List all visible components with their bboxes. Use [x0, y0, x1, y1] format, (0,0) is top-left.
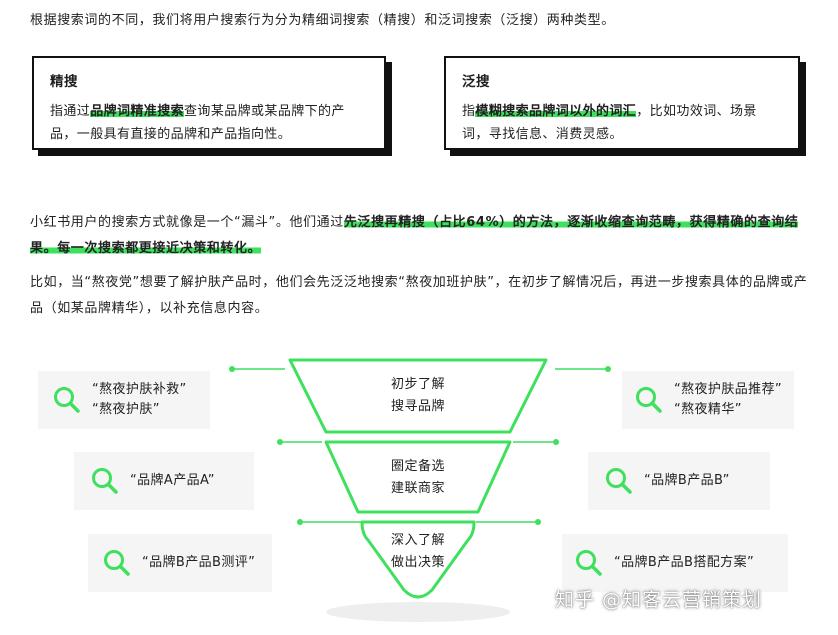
search-icon — [92, 468, 118, 494]
search-icon — [104, 550, 130, 576]
connector-dot — [297, 519, 303, 525]
card-title: 精搜 — [50, 74, 78, 90]
funnel-description: 小红书用户的搜索方式就像是一个“漏斗”。他们通过先泛搜再精搜（占比64%）的方法… — [30, 215, 799, 256]
search-icon — [606, 468, 632, 494]
connector-dot — [229, 366, 235, 372]
search-icon — [576, 550, 602, 576]
search-icon — [54, 387, 80, 413]
search-box-left-1: “熬夜护肤补救” “熬夜护肤” — [38, 371, 210, 429]
search-box-right-3: “品牌B产品B搭配方案” — [562, 534, 788, 592]
example-text: 比如，当“熬夜党”想要了解护肤产品时，他们会先泛泛地搜索“熬夜加班护肤”，在初步… — [30, 275, 808, 316]
connector-dot — [553, 439, 559, 445]
search-term: “品牌B产品B测评” — [142, 555, 256, 570]
funnel-stage-3-label: 深入了解做出决策 — [390, 533, 445, 570]
search-box-right-2: “品牌B产品B” — [588, 452, 770, 510]
search-term: “熬夜护肤” — [92, 402, 160, 417]
search-term: “品牌A产品A” — [130, 473, 215, 488]
search-box-left-3: “品牌B产品B测评” — [88, 534, 272, 592]
card-body: 指模糊搜索品牌词以外的词汇，比如功效词、场景词，寻找信息、消费灵感。 — [462, 104, 757, 142]
card-body: 指通过品牌词精准搜索查询某品牌或某品牌下的产品，一般具有直接的品牌和产品指向性。 — [50, 104, 345, 142]
funnel-shadow — [326, 602, 510, 622]
search-term: “品牌B产品B” — [644, 473, 730, 488]
search-icon — [636, 387, 662, 413]
search-box-left-2: “品牌A产品A” — [74, 452, 254, 510]
watermark: 知乎 @知客云营销策划 — [555, 589, 763, 611]
card-precise-search: 精搜 指通过品牌词精准搜索查询某品牌或某品牌下的产品，一般具有直接的品牌和产品指… — [32, 56, 392, 156]
search-term: “熬夜护肤品推荐” — [674, 382, 783, 397]
search-box-right-1: “熬夜护肤品推荐” “熬夜精华” — [622, 371, 794, 429]
search-term: “熬夜护肤补救” — [92, 382, 187, 397]
connector-dot — [535, 519, 541, 525]
card-title: 泛搜 — [462, 74, 490, 90]
search-term: “熬夜精华” — [674, 402, 742, 417]
card-broad-search: 泛搜 指模糊搜索品牌词以外的词汇，比如功效词、场景词，寻找信息、消费灵感。 — [444, 56, 806, 156]
search-term: “品牌B产品B搭配方案” — [614, 555, 755, 570]
funnel-stage-2-label: 圈定备选建联商家 — [390, 459, 445, 496]
connector-dot — [605, 366, 611, 372]
connector-dot — [277, 439, 283, 445]
intro-text: 根据搜索词的不同，我们将用户搜索行为分为精细词搜索（精搜）和泛词搜索（泛搜）两种… — [30, 13, 615, 28]
funnel-stage-1-label: 初步了解搜寻品牌 — [390, 377, 445, 414]
